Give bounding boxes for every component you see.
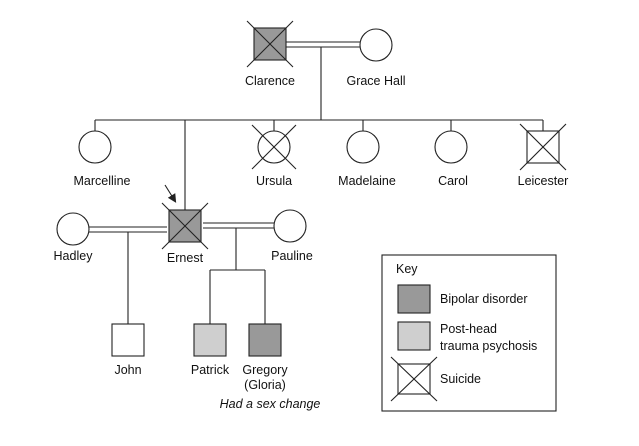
person-madelaine: Madelaine — [338, 130, 396, 188]
key-suicide-x-2 — [390, 356, 438, 402]
madelaine-circle — [346, 130, 380, 164]
key-bipolar-swatch — [397, 284, 431, 314]
person-grace: Grace Hall — [346, 28, 406, 88]
key-psychosis-swatch — [397, 321, 431, 351]
hadley-circle — [56, 212, 90, 246]
person-leicester: Leicester — [518, 123, 569, 188]
person-patrick: Patrick — [191, 323, 230, 377]
clarence-label: Clarence — [245, 74, 295, 88]
hadley-label: Hadley — [54, 249, 94, 263]
gregory-square — [248, 323, 282, 357]
key-bipolar-label: Bipolar disorder — [440, 292, 528, 306]
person-marcelline: Marcelline — [74, 130, 131, 188]
gregory-label: Gregory — [242, 363, 288, 377]
person-hadley: Hadley — [54, 212, 94, 263]
person-pauline: Pauline — [271, 209, 313, 263]
person-clarence: Clarence — [245, 20, 295, 88]
clarence-suicide-x-2 — [246, 20, 294, 68]
marcelline-label: Marcelline — [74, 174, 131, 188]
ursula-label: Ursula — [256, 174, 292, 188]
person-carol: Carol — [434, 130, 468, 188]
ernest-label: Ernest — [167, 251, 204, 265]
key-suicide-label: Suicide — [440, 372, 481, 386]
person-ursula: Ursula — [251, 124, 297, 188]
pedigree-lines — [89, 41, 544, 324]
grace-circle — [359, 28, 393, 62]
key-psychosis-label-1: Post-head — [440, 322, 497, 336]
gregory-note: Had a sex change — [220, 397, 321, 411]
patrick-label: Patrick — [191, 363, 230, 377]
leicester-label: Leicester — [518, 174, 569, 188]
carol-circle — [434, 130, 468, 164]
pauline-label: Pauline — [271, 249, 313, 263]
key-box: Key Bipolar disorder Post-head trauma ps… — [381, 254, 557, 412]
key-psychosis-label-2: trauma psychosis — [440, 339, 537, 353]
ernest-suicide-x-2 — [161, 202, 209, 250]
pauline-circle — [273, 209, 307, 243]
john-label: John — [114, 363, 141, 377]
person-gregory: Gregory (Gloria) Had a sex change — [220, 323, 321, 411]
grace-label: Grace Hall — [346, 74, 405, 88]
madelaine-label: Madelaine — [338, 174, 396, 188]
leicester-suicide-x-2 — [519, 123, 567, 171]
ursula-suicide-x-2 — [251, 124, 297, 170]
person-ernest: Ernest — [161, 202, 209, 265]
key-title: Key — [396, 262, 418, 276]
proband-arrow — [164, 184, 177, 203]
patrick-square — [193, 323, 227, 357]
person-john: John — [111, 323, 145, 377]
marcelline-circle — [78, 130, 112, 164]
john-square — [111, 323, 145, 357]
carol-label: Carol — [438, 174, 468, 188]
gregory-label-alias: (Gloria) — [244, 378, 286, 392]
